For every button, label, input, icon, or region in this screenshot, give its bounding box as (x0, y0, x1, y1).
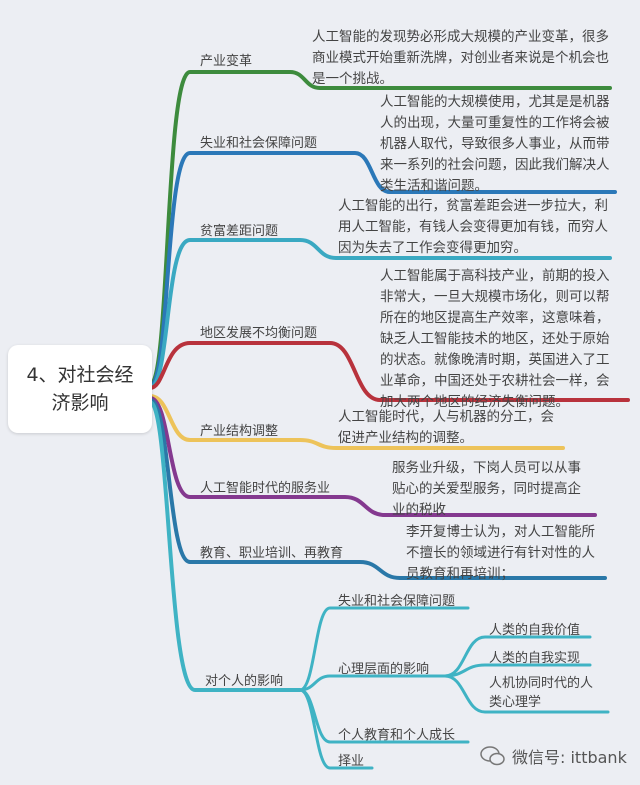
psych-child-hmi-psychology[interactable]: 人机协同时代的人类心理学 (489, 676, 594, 710)
branch-label-regional-imbalance[interactable]: 地区发展不均衡问题 (200, 326, 318, 341)
personal-child-unemployment[interactable]: 失业和社会保障问题 (338, 594, 456, 609)
branch-label-education[interactable]: 教育、职业培训、再教育 (200, 546, 344, 561)
branch-detail-regional-imbalance: 人工智能属于高科技产业，前期的投入非常大，一旦大规模市场化，则可以帮所在的地区提… (380, 268, 610, 410)
psych-child-self-realization[interactable]: 人类的自我实现 (489, 651, 581, 666)
personal-child-education-growth[interactable]: 个人教育和个人成长 (338, 728, 456, 743)
root-title-line2: 济影响 (51, 392, 109, 414)
personal-child-career-choice[interactable]: 择业 (338, 754, 365, 769)
branch-line-6 (148, 398, 607, 580)
watermark-text: 微信号: ittbank (512, 748, 627, 767)
psych-child-self-value[interactable]: 人类的自我价值 (489, 623, 581, 638)
branch-line-3 (148, 341, 630, 402)
branch-detail-industry-change: 人工智能的发现势必形成大规模的产业变革，很多商业模式开始重新洗牌，对创业者来说是… (312, 29, 609, 87)
branch-detail-industry-structure: 人工智能时代，人与机器的分工，会促进产业结构的调整。 (338, 409, 554, 446)
branch-detail-service-industry: 服务业升级，下岗人员可以从事贴心的关爱型服务，同时提高企业的税收 (392, 460, 581, 518)
branch-line-4 (148, 394, 565, 450)
branch-detail-unemployment: 人工智能的大规模使用，尤其是是机器人的出现，大量可重复性的工作将会被机器人取代，… (380, 94, 610, 194)
branch-label-industry-structure[interactable]: 产业结构调整 (200, 424, 279, 439)
branch-detail-education: 李开复博士认为，对人工智能所不擅长的领域进行有针对性的人员教育和再培训； (406, 524, 595, 582)
branch-label-service-industry[interactable]: 人工智能时代的服务业 (200, 481, 331, 496)
branch-label-unemployment[interactable]: 失业和社会保障问题 (200, 136, 318, 151)
personal-child-psychology[interactable]: 心理层面的影响 (338, 662, 430, 677)
branch-detail-wealth-gap: 人工智能的出行，贫富差距会进一步拉大，利用人工智能，有钱人会变得更加有钱，而穷人… (338, 198, 608, 256)
wechat-icon (480, 746, 505, 766)
branch-line-7 (148, 400, 302, 692)
branch-label-industry-change[interactable]: 产业变革 (200, 54, 253, 69)
branch-line-1 (148, 151, 617, 388)
root-title-line1: 4、对社会经 (26, 364, 134, 386)
watermark: 微信号: ittbank (480, 744, 627, 768)
root-node[interactable]: 4、对社会经济影响 (8, 345, 152, 433)
branch-label-wealth-gap[interactable]: 贫富差距问题 (200, 224, 279, 239)
branch-line-2 (148, 238, 612, 389)
branch-line-5 (148, 396, 597, 517)
branch-label-personal-impact[interactable]: 对个人的影响 (205, 674, 284, 689)
